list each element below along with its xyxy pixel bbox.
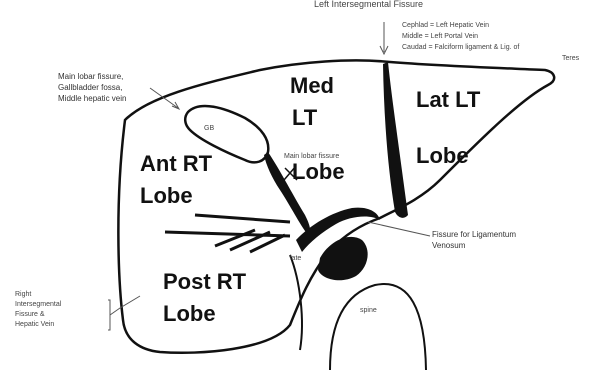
top-line-1: Cephlad = Left Hepatic Vein [402, 21, 489, 30]
top-line-4: Teres [562, 54, 579, 63]
ant-rt-line2: Lobe [140, 182, 193, 209]
top-arrow [380, 22, 388, 54]
right-fissure-label-4: Hepatic Vein [15, 320, 54, 329]
spine-label: spine [360, 306, 377, 315]
lat-lt-line2: Lobe [416, 142, 469, 169]
ant-rt-line1: Ant RT [140, 150, 212, 177]
right-fissure-label-2: Intersegmental [15, 300, 61, 309]
main-fissure-leader [150, 88, 179, 109]
post-rt-line2: Lobe [163, 300, 216, 327]
right-fissure-label-3: Fissure & [15, 310, 45, 319]
late-label: late [290, 254, 301, 263]
main-fissure-label-3: Middle hepatic vein [58, 94, 126, 104]
top-line-3: Caudad = Falciform ligament & Lig. of [402, 43, 519, 52]
left-hepatic-vein [383, 62, 408, 218]
lat-lt-line1: Lat LT [416, 86, 480, 113]
main-fissure-label-1: Main lobar fissure, [58, 72, 123, 82]
portal-vein-lines [165, 215, 290, 252]
med-lt-line1: Med [290, 72, 334, 99]
top-line-2: Middle = Left Portal Vein [402, 32, 478, 41]
top-heading: Left Intersegmental Fissure [314, 0, 423, 9]
gallbladder-label: GB [204, 124, 214, 133]
fissure-lig-label-2: Venosum [432, 241, 465, 251]
caudate-curve [290, 255, 302, 350]
ivc-mass [318, 237, 368, 280]
fissure-lig-label-1: Fissure for Ligamentum [432, 230, 516, 240]
main-fissure-label-2: Gallbladder fossa, [58, 83, 122, 93]
right-fissure-label-1: Right [15, 290, 31, 299]
med-lt-line3: Lobe [292, 158, 345, 185]
med-lt-line2: LT [292, 104, 317, 131]
spine-outline [330, 284, 426, 370]
lig-venosum-leader [368, 222, 430, 236]
post-rt-line1: Post RT [163, 268, 246, 295]
